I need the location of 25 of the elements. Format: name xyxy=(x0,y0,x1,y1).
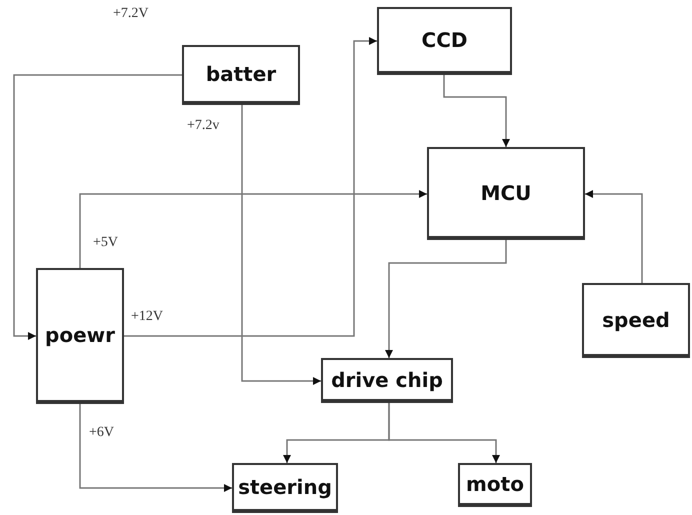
block-label: CCD xyxy=(422,28,468,52)
arrow xyxy=(241,105,321,385)
block-box xyxy=(582,283,690,358)
block-box xyxy=(377,7,512,75)
arrow xyxy=(13,74,182,340)
block-label: drive chip xyxy=(331,368,443,392)
arrow xyxy=(388,403,500,463)
block-label: batter xyxy=(206,62,276,86)
block-box xyxy=(427,147,585,240)
block-box xyxy=(458,463,532,507)
arrow xyxy=(79,190,427,268)
block-box xyxy=(182,45,300,105)
arrow xyxy=(585,190,643,283)
block-label: moto xyxy=(466,472,524,496)
block-label: MCU xyxy=(480,180,532,204)
block-box xyxy=(36,268,124,404)
arrow xyxy=(79,404,232,492)
block-label: steering xyxy=(238,475,332,499)
arrow xyxy=(385,240,507,358)
block-box xyxy=(321,358,453,403)
block-box xyxy=(232,463,338,513)
arrow xyxy=(443,75,510,147)
block-label: speed xyxy=(602,308,670,332)
block-label: poewr xyxy=(45,323,115,347)
arrow xyxy=(124,37,377,337)
